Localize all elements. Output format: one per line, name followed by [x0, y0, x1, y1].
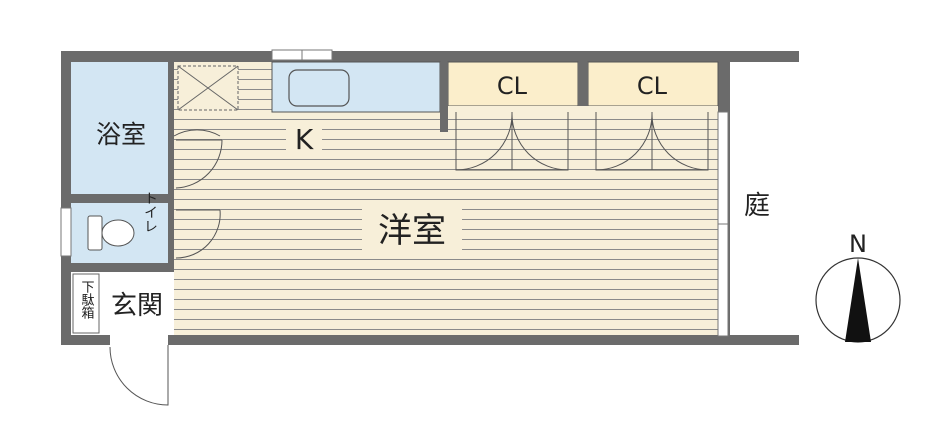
closet-2-label: CL	[637, 72, 668, 100]
closet-dividers-bg	[448, 106, 718, 112]
storage-cross-b	[177, 65, 239, 111]
closet-2	[587, 61, 719, 107]
bath-label: 浴室	[96, 120, 146, 149]
garden-area	[730, 62, 799, 335]
entrance-label: 玄関	[111, 291, 163, 321]
closet-1	[447, 61, 579, 107]
garden-label: 庭	[744, 191, 770, 221]
toilet-door-arc	[175, 209, 221, 259]
shoebox-label: 下駄箱	[79, 280, 95, 319]
bath-door-arc	[175, 139, 223, 189]
toilet-bowl-icon	[101, 219, 135, 247]
shoebox	[72, 273, 100, 334]
kitchen-partition	[440, 62, 448, 132]
bath-door-swing	[173, 129, 221, 137]
toilet-label: トイレ	[142, 191, 158, 233]
kitchen-label: K	[295, 123, 314, 156]
compass-needle-icon	[845, 258, 871, 342]
sink-icon	[288, 69, 350, 107]
closet-1-doors	[455, 112, 569, 171]
western-label: 洋室	[378, 211, 446, 251]
closet-1-label: CL	[497, 72, 528, 100]
western-label-bg	[362, 208, 462, 250]
bath-label-bg	[89, 118, 153, 152]
closet-2-doors	[595, 112, 709, 171]
toilet-bowl-tank	[87, 215, 103, 251]
entrance-door-swing	[109, 345, 169, 406]
toilet-window	[60, 207, 72, 257]
kitchen-label-bg	[286, 122, 322, 156]
compass-north-label: N	[849, 230, 867, 258]
closet-partition	[578, 62, 588, 106]
entrance-door-gap	[110, 335, 168, 347]
